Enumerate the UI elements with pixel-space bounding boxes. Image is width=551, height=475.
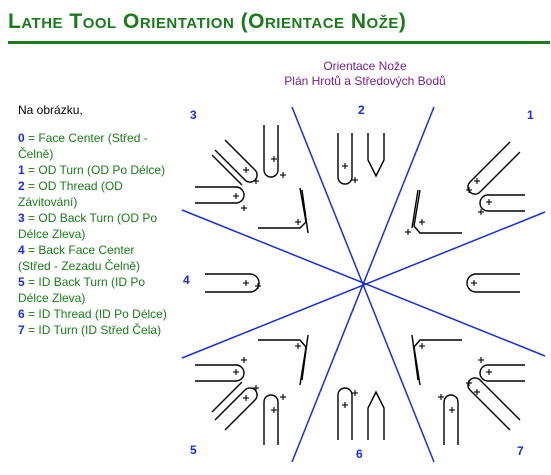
tool-group-top-right [467, 141, 525, 212]
legend-item-0: 0 = Face Center (Střed - Čelně) [18, 131, 148, 161]
tool-group-sides [205, 273, 520, 293]
page-title: Lathe Tool Orientation (Orientace Nože) [8, 10, 407, 33]
tool-group-bottom-right [467, 364, 525, 431]
tool-group-inner-upper [258, 187, 462, 234]
caption-line-1: Orientace Nože [323, 59, 407, 73]
zone-label-4: 4 [183, 273, 190, 287]
legend-item-1: 1 = OD Turn (OD Po Délce) [18, 163, 166, 177]
legend-item-4: 4 = Back Face Center (Střed - Zezadu Čel… [18, 243, 141, 273]
caption-line-2: Plán Hrotů a Středových Bodů [284, 74, 446, 88]
zone-label-1: 1 [527, 108, 534, 122]
legend-item-7: 7 = ID Turn (ID Střed Čela) [18, 323, 162, 337]
tool-group-top-left [195, 139, 258, 204]
tool-group-bottom-left [195, 364, 258, 431]
zone-label-5: 5 [190, 443, 197, 457]
title-underline [8, 41, 550, 44]
sector-line-d [291, 106, 435, 463]
legend-intro: Na obrázku, [18, 103, 83, 117]
zone-label-6: 6 [356, 447, 363, 461]
zone-label-3: 3 [190, 108, 197, 122]
tool-group-bottom [263, 387, 459, 445]
diagram-caption: Orientace Nože Plán Hrotů a Středových B… [250, 59, 480, 89]
sector-lines [181, 106, 546, 463]
legend-item-3: 3 = OD Back Turn (OD Po Délce Zleva) [18, 211, 158, 241]
zone-label-7: 7 [517, 444, 524, 458]
zone-label-2: 2 [358, 103, 365, 117]
tool-group-top [263, 125, 385, 185]
legend-item-5: 5 = ID Back Turn (ID Po Délce Zleva) [18, 275, 146, 305]
orientation-legend: 0 = Face Center (Střed - Čelně) 1 = OD T… [18, 130, 168, 338]
legend-item-6: 6 = ID Thread (ID Po Délce) [18, 307, 167, 321]
legend-item-2: 2 = OD Thread (OD Závitování) [18, 179, 123, 209]
tool-group-inner-lower [258, 334, 462, 386]
